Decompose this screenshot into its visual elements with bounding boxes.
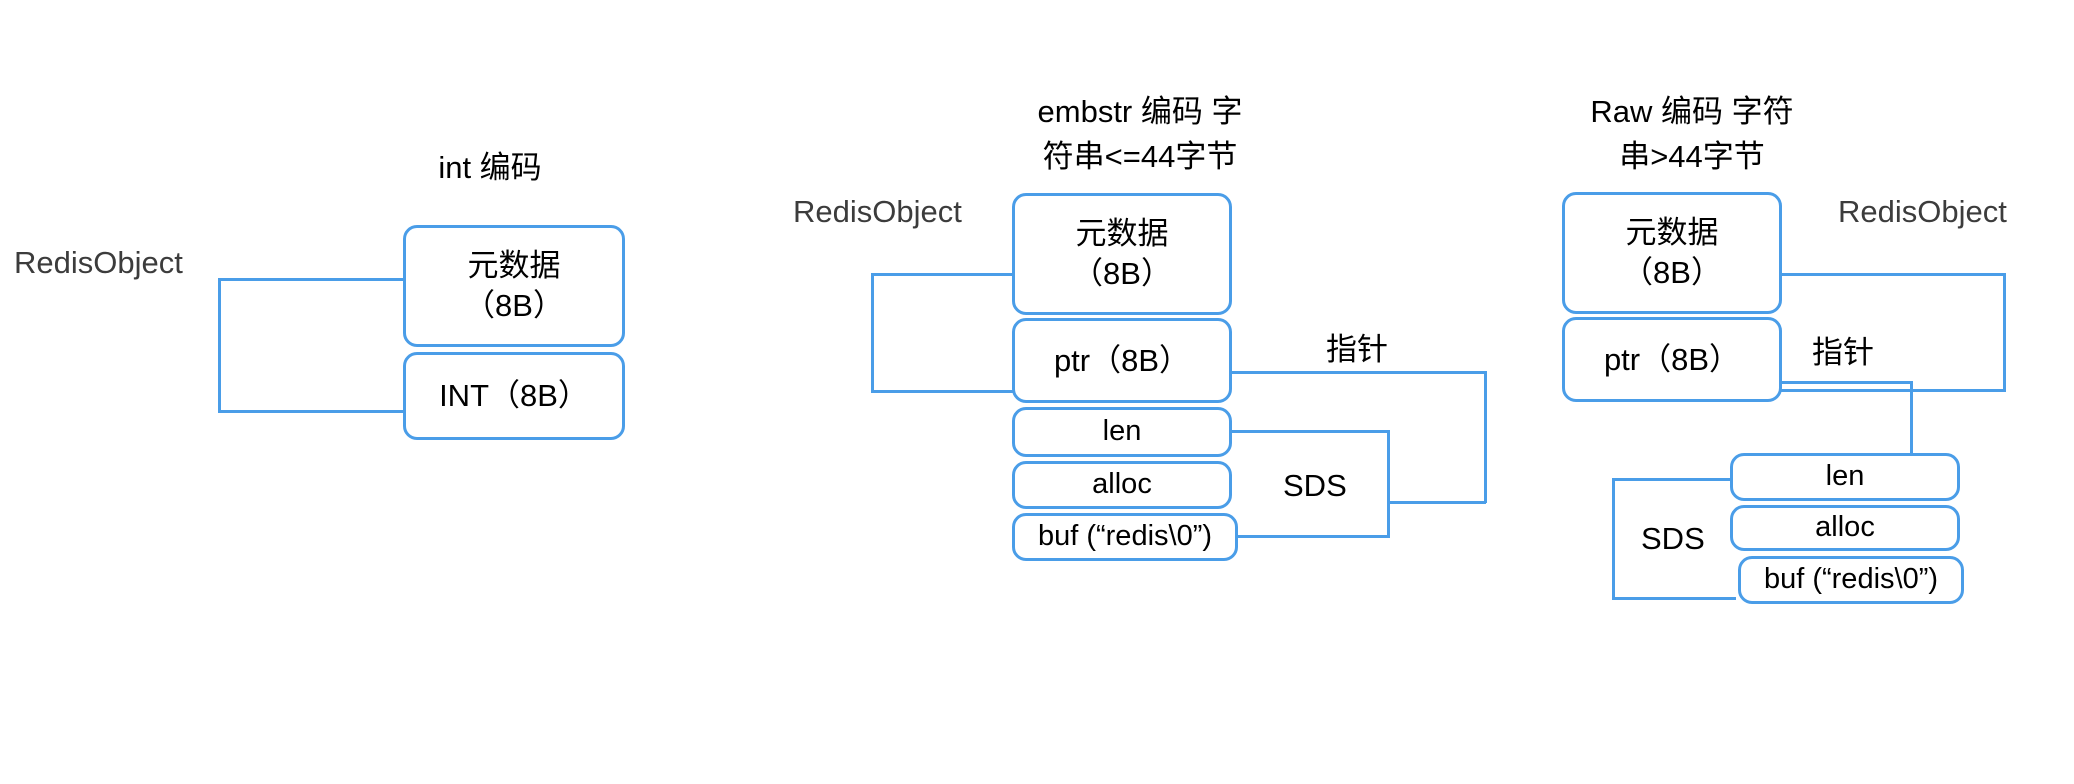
- raw-redisobject-label: RedisObject: [1838, 194, 2007, 229]
- embstr-metadata-box: 元数据 （8B）: [1012, 193, 1232, 315]
- raw-ptr-box: ptr（8B）: [1562, 317, 1782, 402]
- embstr-len-box: len: [1012, 407, 1232, 457]
- embstr-pointer-line-top: [1230, 371, 1486, 374]
- raw-sds-bracket: [1612, 478, 1736, 600]
- raw-metadata-box: 元数据 （8B）: [1562, 192, 1782, 314]
- int-encoding-title: int 编码: [438, 150, 542, 185]
- embstr-sds-bracket: [1230, 430, 1390, 538]
- embstr-encoding-title: embstr 编码 字 符串<=44字节: [1037, 94, 1243, 174]
- embstr-pointer-line-bottom: [1388, 501, 1486, 504]
- embstr-pointer-line-vert: [1484, 371, 1487, 503]
- raw-pointer-line-vert: [1910, 381, 1913, 455]
- raw-encoding-title: Raw 编码 字符 串>44字节: [1590, 94, 1794, 174]
- raw-buf-box: buf (“redis\0”): [1738, 556, 1964, 604]
- raw-sds-label: SDS: [1641, 521, 1705, 556]
- raw-pointer-label: 指针: [1812, 335, 1874, 370]
- int-metadata-box: 元数据 （8B）: [403, 225, 625, 347]
- raw-len-box: len: [1730, 453, 1960, 501]
- embstr-buf-box: buf (“redis\0”): [1012, 513, 1238, 561]
- int-value-box: INT（8B）: [403, 352, 625, 440]
- embstr-redisobject-label: RedisObject: [793, 194, 962, 229]
- int-redisobject-bracket: [218, 278, 406, 413]
- embstr-redisobject-bracket: [871, 273, 1015, 393]
- int-redisobject-label: RedisObject: [14, 245, 183, 280]
- embstr-ptr-box: ptr（8B）: [1012, 318, 1232, 403]
- embstr-pointer-label: 指针: [1326, 332, 1388, 367]
- raw-redisobject-bracket: [1780, 273, 2006, 392]
- embstr-alloc-box: alloc: [1012, 461, 1232, 509]
- embstr-sds-label: SDS: [1283, 468, 1347, 503]
- raw-alloc-box: alloc: [1730, 505, 1960, 551]
- raw-pointer-line-top: [1780, 381, 1912, 384]
